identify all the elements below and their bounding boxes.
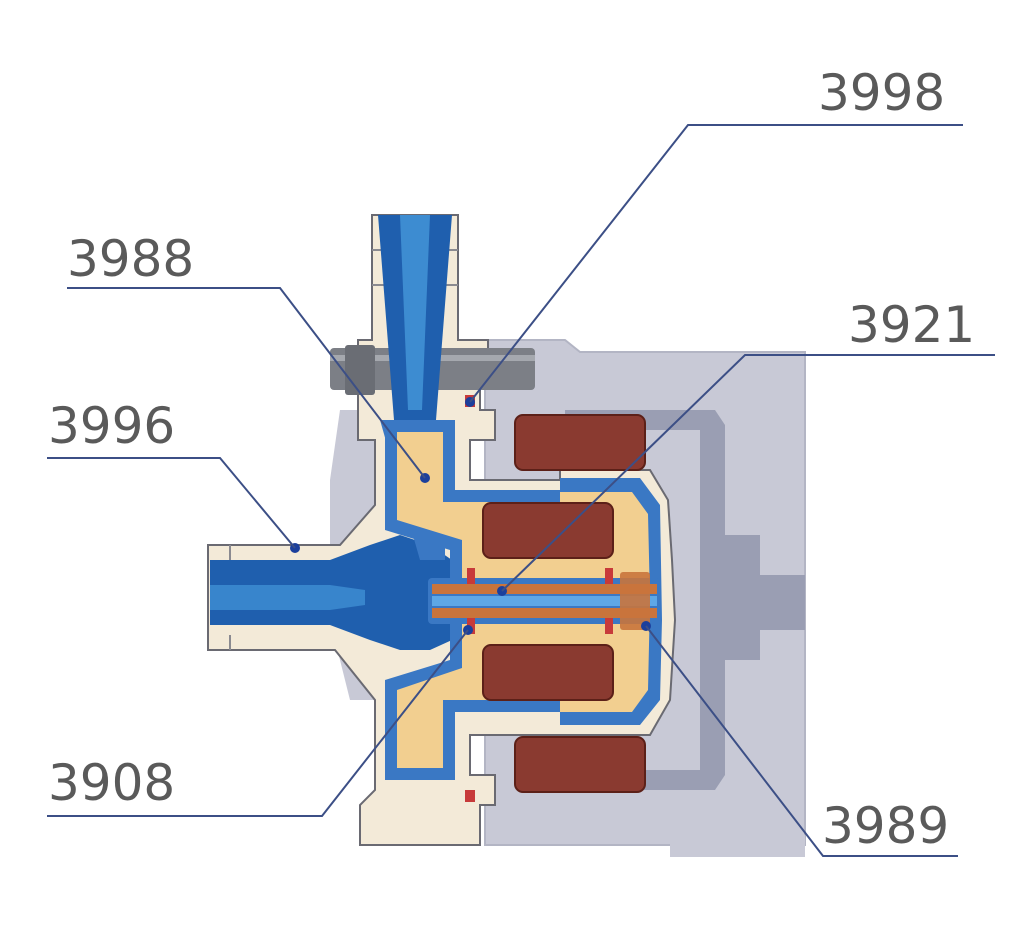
leader-3921	[501, 354, 995, 592]
leader-lines	[47, 124, 995, 857]
leader-3989	[645, 625, 958, 857]
label-3921: 3921	[848, 296, 975, 354]
callout-labels: 3998 3988 3921 3996 3908 3989	[48, 64, 975, 855]
leader-3908	[47, 629, 469, 817]
label-3989: 3989	[822, 797, 949, 855]
leader-3996	[47, 457, 296, 549]
label-3988: 3988	[67, 230, 194, 288]
label-3908: 3908	[48, 754, 175, 812]
leader-3998	[469, 124, 963, 403]
label-3998: 3998	[818, 64, 945, 122]
label-3996: 3996	[48, 397, 175, 455]
stator-coils	[482, 414, 646, 793]
leader-3988	[67, 287, 426, 479]
shaft-assembly	[428, 572, 660, 630]
